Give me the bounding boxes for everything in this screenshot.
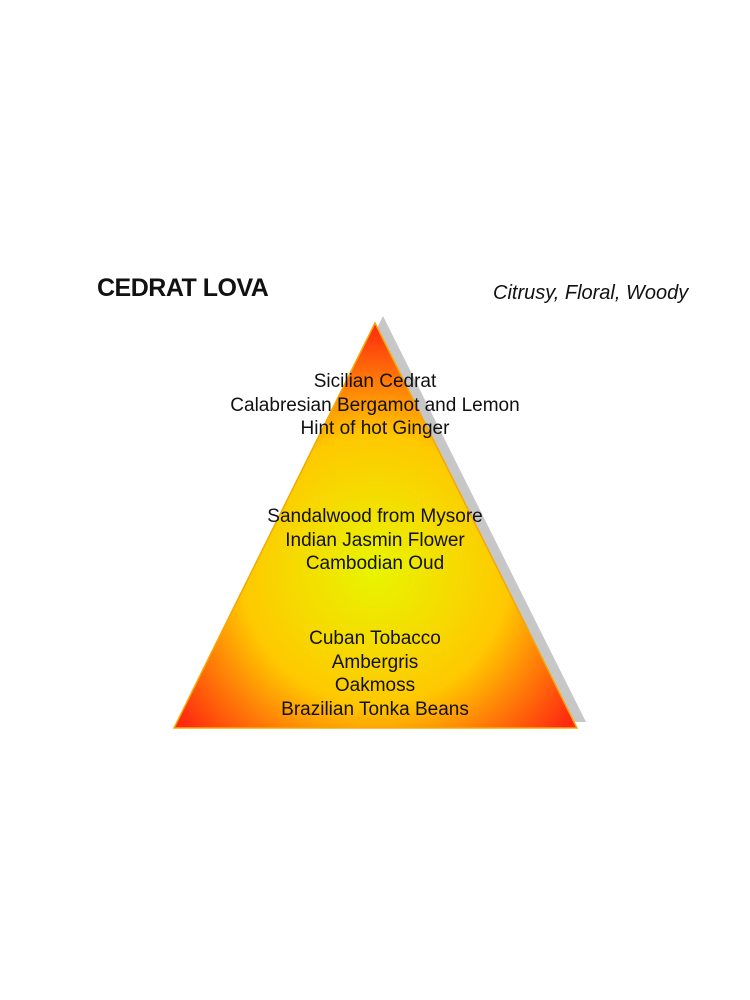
heart-notes: Sandalwood from Mysore Indian Jasmin Flo… <box>175 505 575 576</box>
note-line: Hint of hot Ginger <box>300 418 450 439</box>
note-line: Indian Jasmin Flower <box>285 529 465 551</box>
note-line: Cambodian Oud <box>305 553 445 574</box>
note-line: Sandalwood from Mysore <box>267 506 483 527</box>
pyramid-triangle <box>172 321 579 729</box>
base-notes: Cuban Tobacco Ambergris Oakmoss Brazilia… <box>175 627 575 721</box>
note-line: Sicilian Cedrat <box>313 371 437 392</box>
note-line: Calabresian Bergamot and Lemon <box>230 394 520 416</box>
note-line: Cuban Tobacco <box>309 628 441 649</box>
top-notes: Sicilian Cedrat Calabresian Bergamot and… <box>175 370 575 441</box>
fragrance-family: Citrusy, Floral, Woody <box>493 282 689 304</box>
note-line: Ambergris <box>331 651 419 673</box>
note-line: Brazilian Tonka Beans <box>281 698 469 720</box>
note-line: Oakmoss <box>334 675 416 696</box>
fragrance-title: CEDRAT LOVA <box>97 274 269 302</box>
